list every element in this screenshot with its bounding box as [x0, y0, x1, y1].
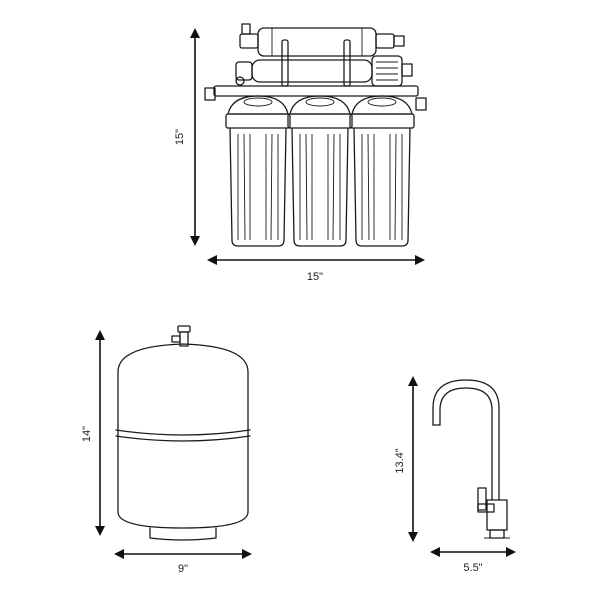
tank-width-dimension: 9"	[114, 549, 252, 575]
faucet-height-label: 13.4"	[394, 448, 406, 473]
tank-height-label: 14"	[81, 426, 93, 442]
filter-canister-3	[349, 95, 415, 247]
faucet-drawing	[432, 379, 510, 539]
filter-canister-1	[225, 95, 291, 247]
filter-height-label: 15"	[174, 129, 186, 145]
faucet-height-dimension: 13.4"	[394, 376, 418, 542]
filter-height-dimension: 15"	[174, 28, 200, 246]
tank-height-dimension: 14"	[81, 330, 105, 536]
tank-width-label: 9"	[178, 563, 188, 575]
storage-tank-drawing	[115, 325, 251, 541]
ro-filter-system-drawing	[204, 23, 427, 247]
filter-width-dimension: 15"	[207, 255, 425, 283]
filter-width-label: 15"	[307, 271, 323, 283]
faucet-width-dimension: 5.5"	[430, 547, 516, 574]
filter-canister-2	[287, 95, 353, 247]
faucet-width-label: 5.5"	[463, 562, 482, 574]
